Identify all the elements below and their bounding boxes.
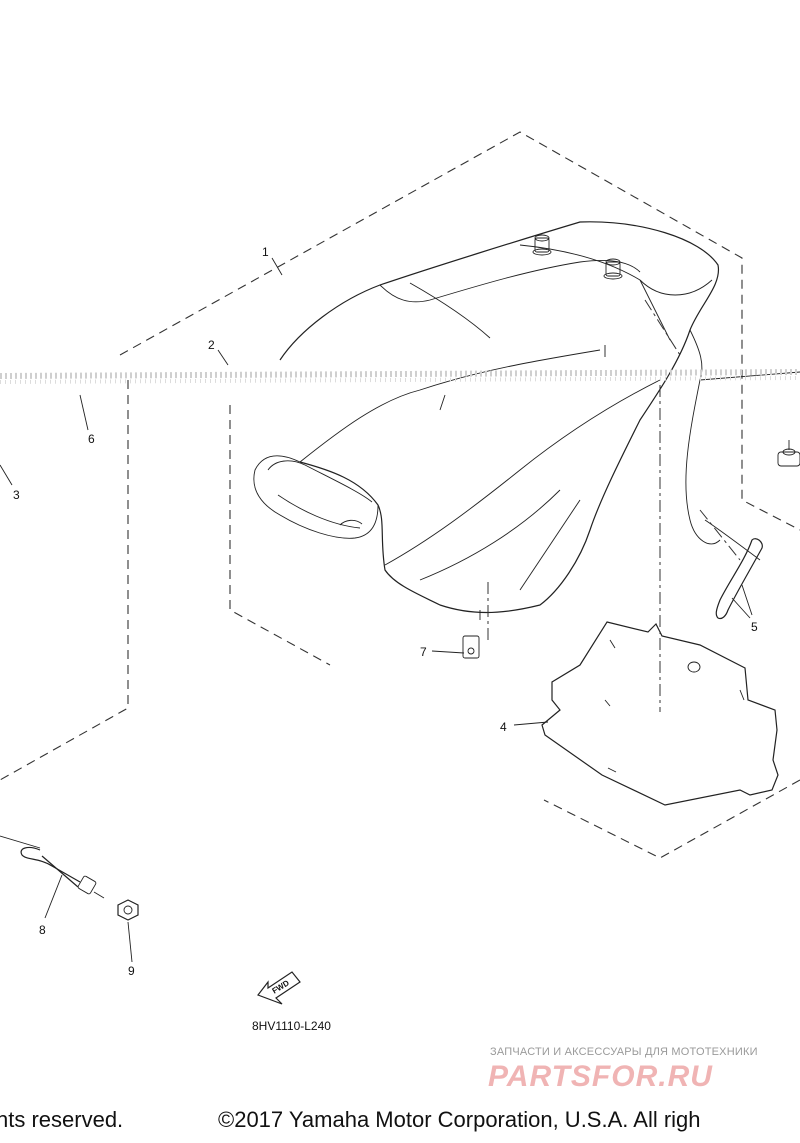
nut-part [117,899,139,921]
fwd-label: FWD [271,978,291,995]
callout-3: 3 [13,488,20,502]
callout-7: 7 [420,645,427,659]
band-part [715,538,763,620]
callout-8: 8 [39,923,46,937]
damper-part [777,440,800,467]
seat-knob-left [532,234,552,256]
fastener-clip [462,635,480,659]
seat-knob-right [603,258,623,280]
footer-copyright: ©2017 Yamaha Motor Corporation, U.S.A. A… [218,1107,701,1132]
assembly-boundary [0,131,800,859]
callout-2: 2 [208,338,215,352]
seat-mat-part [541,621,779,806]
drawing-code: 8HV1110-L240 [252,1019,331,1033]
leader-lines [0,257,751,963]
callout-9: 9 [128,964,135,978]
alignment-lines [487,299,741,712]
callout-1: 1 [262,245,269,259]
fwd-arrow-icon: FWD [257,971,301,1005]
callout-5: 5 [751,620,758,634]
callout-6: 6 [88,432,95,446]
callout-4: 4 [500,720,507,734]
watermark-tagline: ЗАПЧАСТИ И АКСЕССУАРЫ ДЛЯ МОТОТЕХНИКИ [490,1046,758,1058]
footer-rights-text: nts reserved. [0,1107,123,1132]
watermark-logo: PARTSFOR.RU [488,1060,713,1093]
seat-assembly [253,221,800,649]
callout-labels: 1 2 3 4 5 6 7 8 9 [13,245,758,978]
hook-bolt [20,846,105,899]
watermark-noise-band [0,369,800,384]
